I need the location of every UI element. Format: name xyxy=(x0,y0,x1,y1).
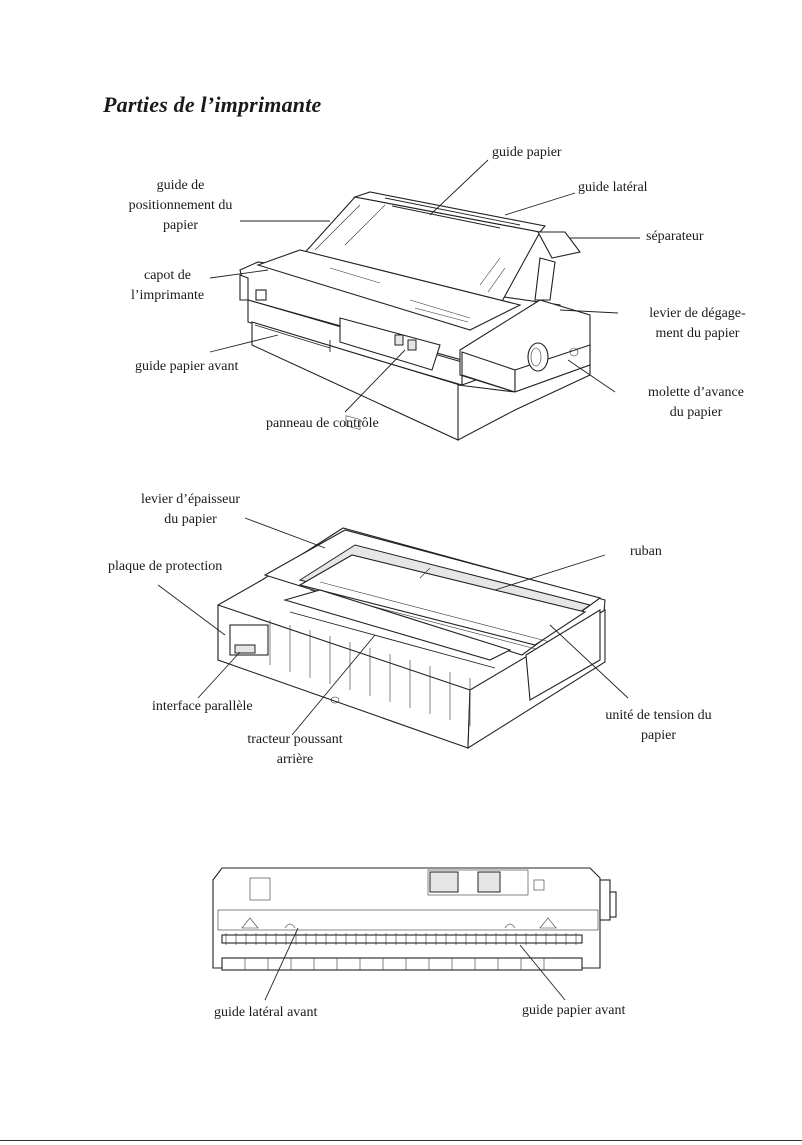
label-paper-guide: guide papier xyxy=(492,145,562,160)
label-protective-plate: plaque de protection xyxy=(108,559,223,574)
label-parallel-interface: interface parallèle xyxy=(152,699,253,714)
label-paper-feed-knob: molette d’avance du papier xyxy=(647,385,744,420)
label-printer-cover: capot de l’imprimante xyxy=(130,268,205,303)
page-title: Parties de l’imprimante xyxy=(103,92,322,117)
figure2-leader-lines xyxy=(157,517,629,736)
label-front-paper-guide-bottom: guide papier avant xyxy=(522,1003,626,1018)
label-rear-push-tractor: tracteur poussant arrière xyxy=(247,732,343,767)
label-separator: séparateur xyxy=(646,229,704,244)
figure1-leader-lines xyxy=(209,159,640,413)
label-control-panel: panneau de contrôle xyxy=(266,416,379,431)
label-side-guide: guide latéral xyxy=(578,180,648,195)
printer-front-view-illustration xyxy=(212,867,617,971)
label-paper-thickness-lever: levier d’épaisseur du papier xyxy=(140,492,241,527)
footer-rule xyxy=(0,1140,802,1141)
label-paper-tension-unit: unité de tension du papier xyxy=(605,708,712,743)
label-paper-release-lever: levier de dégage- ment du papier xyxy=(649,306,746,341)
figure3-leader-lines xyxy=(264,927,566,1001)
label-ribbon: ruban xyxy=(630,544,662,559)
label-front-side-guide: guide latéral avant xyxy=(214,1005,318,1020)
label-front-paper-guide: guide papier avant xyxy=(135,359,239,374)
printer-front-illustration xyxy=(239,191,591,441)
label-paper-position-guide: guide de positionnement du papier xyxy=(128,178,233,233)
printer-top-illustration xyxy=(217,527,606,750)
